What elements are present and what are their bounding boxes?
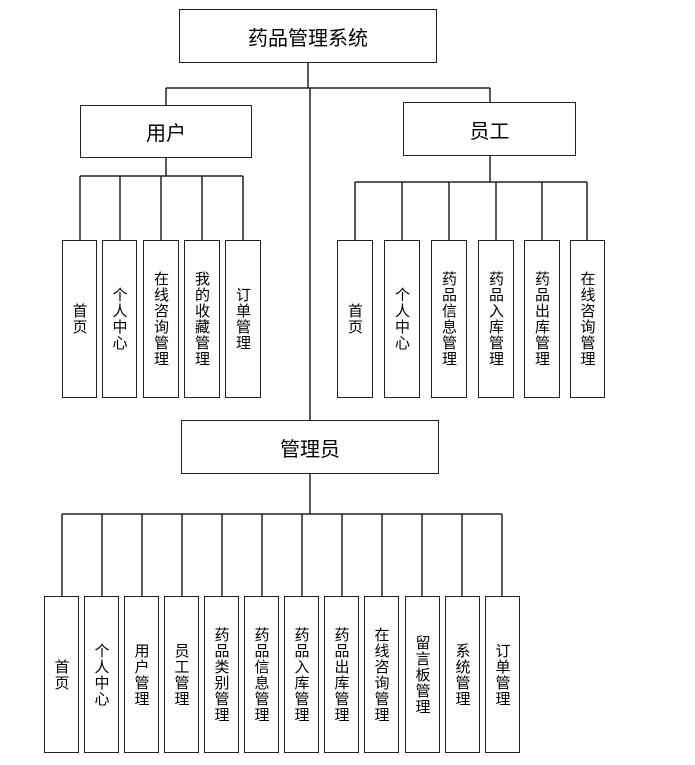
admin-child-4: 员工管理 — [164, 596, 199, 753]
admin-node: 管理员 — [181, 420, 439, 474]
user-child-5: 订单管理 — [225, 240, 261, 398]
user-child-3: 在线咨询管理 — [143, 240, 179, 398]
user-node: 用户 — [80, 105, 252, 158]
admin-child-7: 药品入库管理 — [284, 596, 319, 753]
staff-child-1: 首页 — [337, 240, 373, 398]
staff-child-6: 在线咨询管理 — [570, 240, 605, 398]
admin-child-3: 用户管理 — [124, 596, 159, 753]
admin-child-2: 个人中心 — [84, 596, 119, 753]
user-child-4: 我的收藏管理 — [184, 240, 220, 398]
root-label: 药品管理系统 — [248, 25, 368, 50]
staff-child-5: 药品出库管理 — [524, 240, 560, 398]
admin-child-6: 药品信息管理 — [244, 596, 279, 753]
admin-child-9: 在线咨询管理 — [364, 596, 399, 753]
staff-child-2: 个人中心 — [384, 240, 420, 398]
admin-child-12: 订单管理 — [485, 596, 520, 753]
user-label: 用户 — [146, 121, 186, 145]
staff-node: 员工 — [403, 102, 576, 156]
staff-child-3: 药品信息管理 — [431, 240, 467, 398]
admin-label: 管理员 — [280, 436, 340, 461]
staff-child-4: 药品入库管理 — [478, 240, 514, 398]
admin-child-1: 首页 — [44, 596, 79, 753]
admin-child-8: 药品出库管理 — [324, 596, 359, 753]
staff-label: 员工 — [469, 118, 510, 143]
admin-child-5: 药品类别管理 — [204, 596, 239, 753]
admin-child-11: 系统管理 — [445, 596, 480, 753]
user-child-1: 首页 — [62, 240, 97, 398]
admin-child-10: 留言板管理 — [405, 596, 440, 753]
root-node: 药品管理系统 — [179, 9, 437, 63]
user-child-2: 个人中心 — [102, 240, 137, 398]
